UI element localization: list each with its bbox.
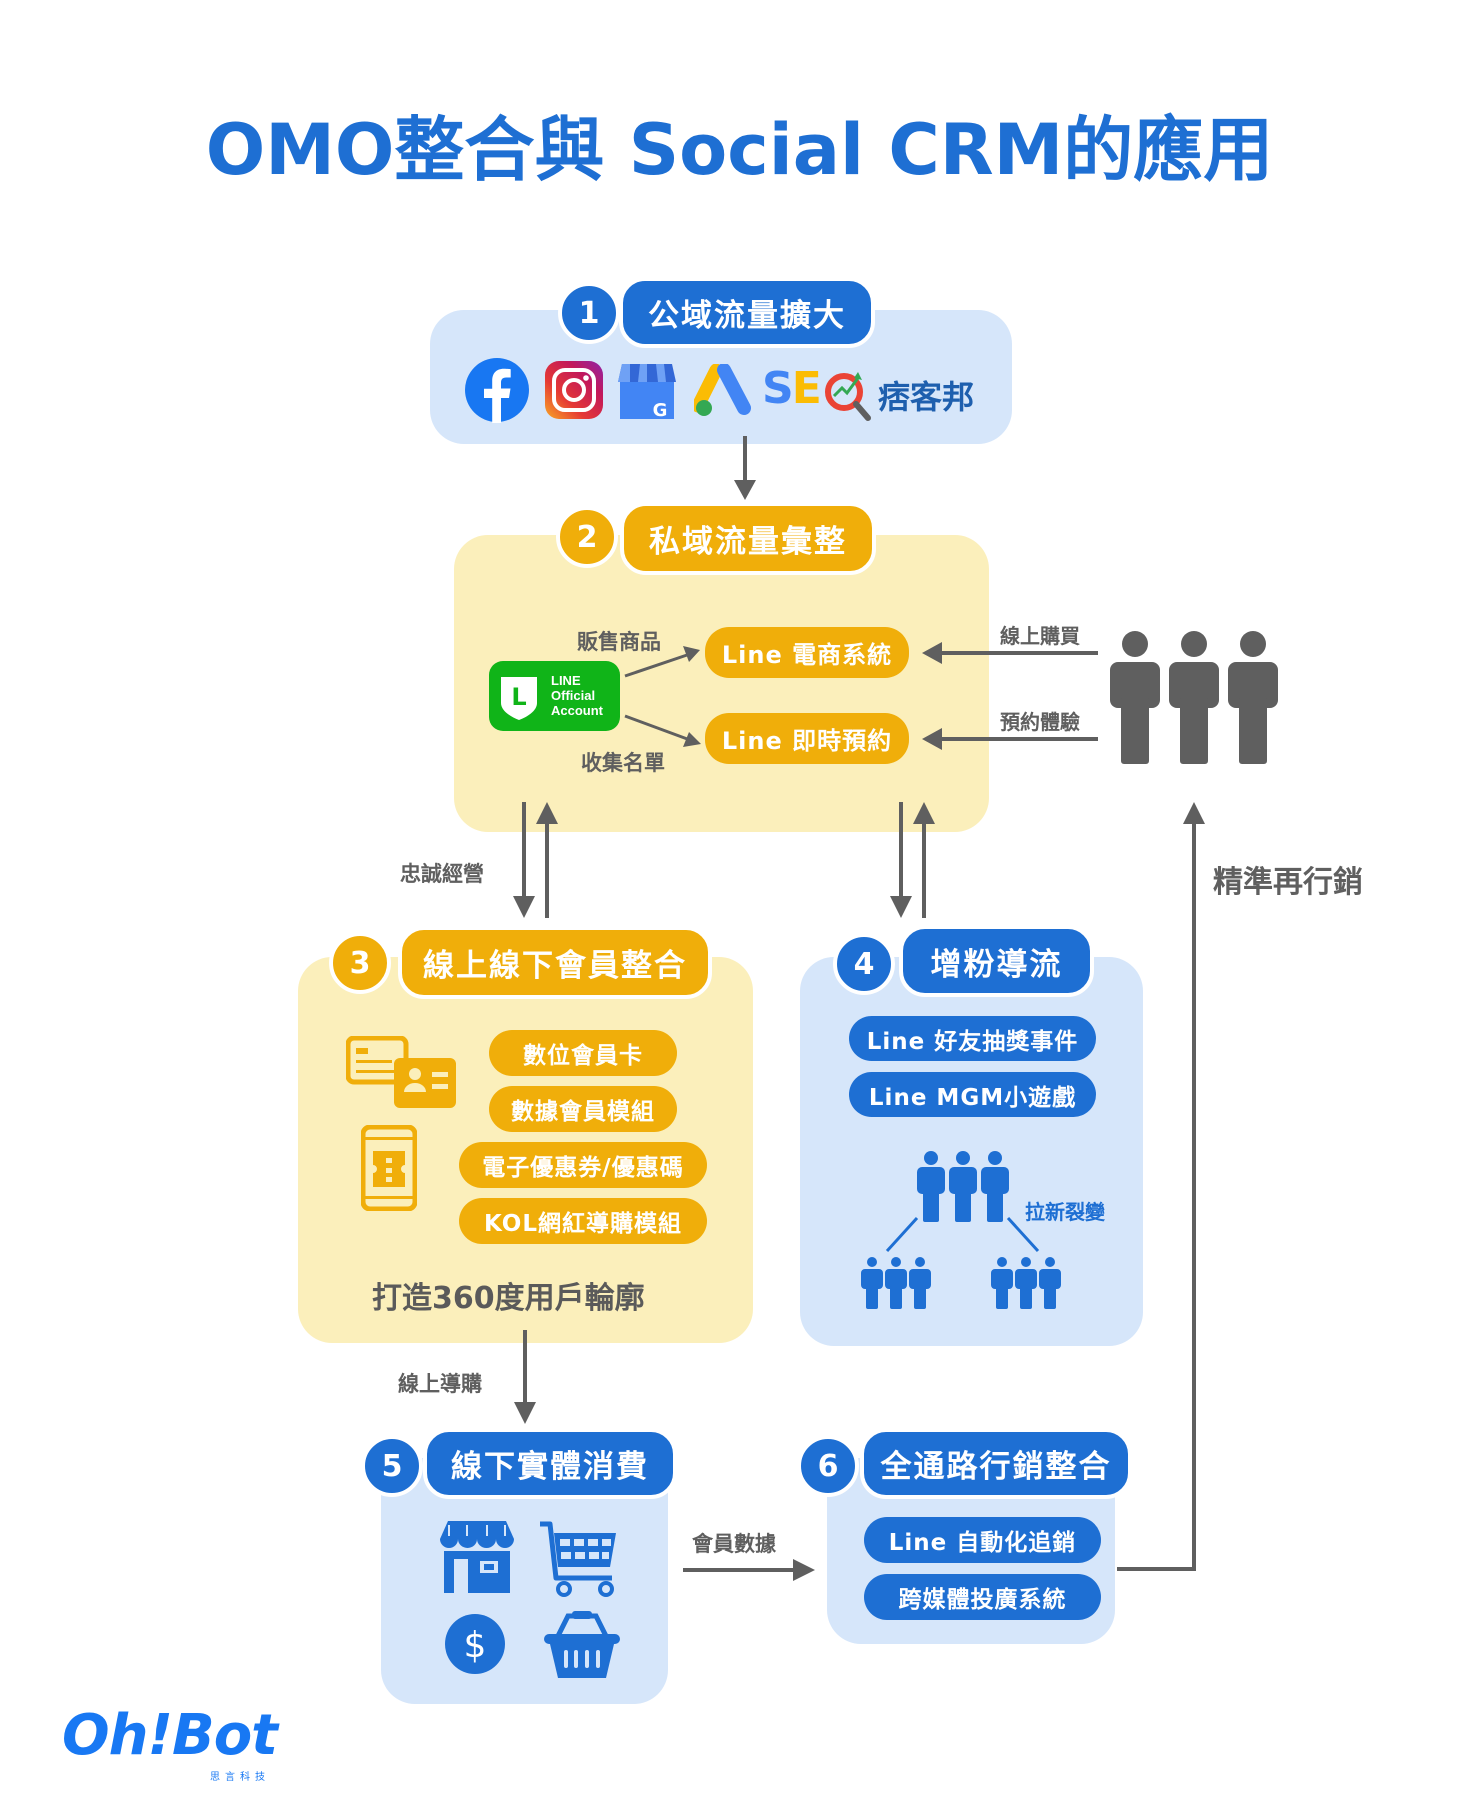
mobile-coupon-icon <box>360 1124 418 1212</box>
label-reserve-experience: 預約體驗 <box>1000 710 1080 734</box>
store-icon <box>440 1521 514 1593</box>
instagram-icon <box>544 360 604 420</box>
s4-item-line-mgm-game: Line MGM小遊戲 <box>849 1072 1096 1117</box>
svg-text:G: G <box>653 400 668 420</box>
svg-text:$: $ <box>464 1625 487 1666</box>
section-2-title: 私域流量彙整 <box>620 502 876 575</box>
label-online-purchase: 線上購買 <box>1000 624 1080 648</box>
section-5-title: 線下實體消費 <box>423 1428 677 1499</box>
arrow-2-to-3-head <box>513 896 535 918</box>
pixnet-logo: 痞客邦 <box>878 368 990 420</box>
arrow-2-to-4-head <box>890 896 912 918</box>
s3-item-data-member-module: 數據會員模組 <box>489 1086 677 1132</box>
section-5-number-badge: 5 <box>361 1435 423 1497</box>
line-ecommerce-pill: Line 電商系統 <box>705 627 909 678</box>
line-booking-pill: Line 即時預約 <box>705 713 909 764</box>
ohbot-logo-subtext: 思言科技 <box>210 1772 270 1783</box>
member-card-icon <box>345 1035 458 1110</box>
line-logo-text-3: Account <box>551 703 603 718</box>
ohbot-logo-text: Oh!Bot <box>62 1703 278 1768</box>
line-official-account-logo: L LINE Official Account <box>489 661 620 731</box>
referrers-group-icon <box>917 1150 1009 1222</box>
arrow-1-to-2-head <box>734 480 756 500</box>
page-title: OMO整合與 Social CRM的應用 <box>205 109 1274 191</box>
section-6-number-badge: 6 <box>797 1435 859 1497</box>
section-4-title: 增粉導流 <box>899 925 1094 997</box>
new-users-group-left-icon <box>861 1257 931 1309</box>
pixnet-text: 痞客邦 <box>878 378 975 416</box>
facebook-icon <box>464 357 530 423</box>
label-member-data: 會員數據 <box>692 1532 776 1556</box>
customers-icon <box>1109 630 1281 764</box>
s3-item-kol-module: KOL網紅導購模組 <box>459 1198 707 1244</box>
label-retarget: 精準再行銷 <box>1213 865 1363 900</box>
s3-item-e-coupon: 電子優惠券/優惠碼 <box>459 1142 707 1188</box>
s6-item-line-automation: Line 自動化追銷 <box>864 1517 1101 1563</box>
google-my-business-icon: G <box>618 362 676 421</box>
line-logo-text-1: LINE <box>551 673 581 688</box>
shopping-cart-icon <box>540 1521 620 1597</box>
label-viral-growth: 拉新裂變 <box>1025 1200 1105 1224</box>
s6-item-cross-media-ads: 跨媒體投廣系統 <box>864 1574 1101 1620</box>
seo-e: E <box>791 363 822 414</box>
s3-footer-360-profile: 打造360度用戶輪廓 <box>372 1281 645 1316</box>
line-logo-text-2: Official <box>551 688 596 703</box>
section-6-title: 全通路行銷整合 <box>860 1428 1132 1499</box>
arrow-retarget-head <box>1183 802 1205 824</box>
basket-icon <box>544 1610 620 1678</box>
arrow-5-to-6-head <box>793 1559 815 1581</box>
section-1-title: 公域流量擴大 <box>619 277 875 348</box>
label-sell-products: 販售商品 <box>577 630 661 654</box>
seo-icon: SE <box>760 358 878 428</box>
arrow-3-to-5-head <box>514 1402 536 1424</box>
label-collect-leads: 收集名單 <box>581 751 665 775</box>
dollar-icon: $ <box>444 1613 506 1675</box>
google-ads-icon <box>691 363 754 420</box>
section-3-number-badge: 3 <box>329 932 391 994</box>
section-2-number-badge: 2 <box>556 506 618 568</box>
label-online-guide: 線上導購 <box>398 1372 482 1396</box>
section-3-title: 線上線下會員整合 <box>398 926 712 999</box>
section-4-number-badge: 4 <box>833 933 895 995</box>
s4-item-line-lottery: Line 好友抽獎事件 <box>849 1016 1096 1061</box>
label-loyalty: 忠誠經營 <box>400 862 484 886</box>
svg-text:L: L <box>511 683 526 711</box>
section-5-panel <box>381 1458 668 1704</box>
s3-item-digital-member-card: 數位會員卡 <box>489 1030 677 1076</box>
new-users-group-right-icon <box>991 1257 1061 1309</box>
ohbot-logo: Oh!Bot 思言科技 <box>62 1703 278 1784</box>
seo-s: S <box>762 363 794 414</box>
section-1-number-badge: 1 <box>558 282 620 344</box>
